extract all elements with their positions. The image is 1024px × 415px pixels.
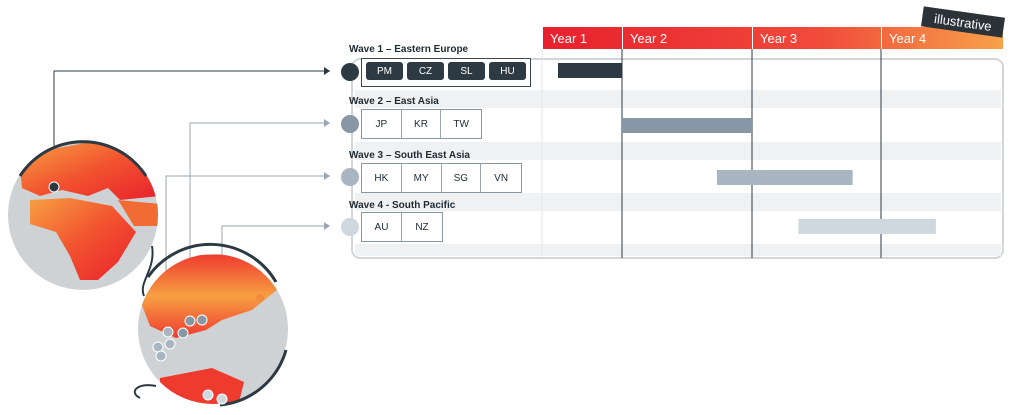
country-chip: HK	[362, 164, 402, 192]
wave-title: Wave 2 – East Asia	[349, 96, 439, 107]
country-chip: KR	[402, 110, 442, 138]
location-dot-east-asia	[177, 327, 189, 339]
year-gridlines	[541, 49, 882, 258]
wave-1-country-group: PM CZ SL HU	[361, 58, 531, 87]
year-label: Year 1	[542, 27, 622, 49]
globe-europe-africa	[8, 140, 158, 297]
location-dot-eastern-europe	[48, 181, 60, 193]
timeline-panel	[351, 58, 1004, 259]
wave-3-bar	[716, 170, 853, 185]
wave-2-marker	[341, 115, 359, 133]
wave-1-bar	[558, 63, 622, 78]
country-chip: SL	[448, 62, 485, 80]
wave-title: Wave 3 – South East Asia	[349, 150, 470, 161]
year-label: Year 2	[622, 27, 752, 49]
wave-2-bar	[622, 118, 752, 133]
country-chip: JP	[362, 110, 402, 138]
country-chip: SG	[442, 164, 482, 192]
location-dot-south-east-asia	[155, 350, 167, 362]
wave-4-arrowhead	[324, 222, 330, 230]
wave-2-arrowhead	[324, 119, 330, 127]
wave-2-country-group: JP KR TW	[361, 109, 482, 139]
wave-title: Wave 1 – Eastern Europe	[349, 44, 469, 55]
wave-1-marker	[341, 63, 359, 81]
location-dot-east-asia	[184, 315, 196, 327]
country-chip: AU	[362, 213, 402, 241]
country-chip: PM	[366, 62, 403, 80]
year-header-bar	[542, 27, 1003, 49]
year-label: Year 4	[881, 27, 1003, 49]
wave-3-country-group: HK MY SG VN	[361, 163, 522, 193]
globe-asia-pacific	[133, 242, 288, 407]
country-chip: HU	[489, 62, 526, 80]
wave-4-country-group: AU NZ	[361, 212, 443, 242]
country-chip: VN	[494, 172, 509, 184]
wave-3-marker	[341, 168, 359, 186]
location-dot-east-asia	[196, 314, 208, 326]
year-label: Year 3	[752, 27, 881, 49]
gantt-bars	[558, 63, 936, 234]
wave-title: Wave 4 - South Pacific	[349, 200, 456, 211]
location-dot-south-pacific	[216, 393, 228, 405]
country-chip: NZ	[415, 221, 429, 233]
location-dot-south-east-asia	[152, 341, 164, 353]
location-dot-south-east-asia	[162, 326, 174, 338]
country-chip: MY	[402, 164, 442, 192]
wave-4-bar	[798, 219, 936, 234]
location-dot-south-pacific	[202, 389, 214, 401]
location-dot-south-east-asia	[164, 338, 176, 350]
wave-2-connector-line	[189, 122, 330, 321]
country-chip: CZ	[407, 62, 444, 80]
wave-3-arrowhead	[324, 172, 330, 180]
country-chip: TW	[453, 118, 469, 130]
wave-1-arrowhead	[324, 67, 330, 75]
wave-4-marker	[341, 218, 359, 236]
